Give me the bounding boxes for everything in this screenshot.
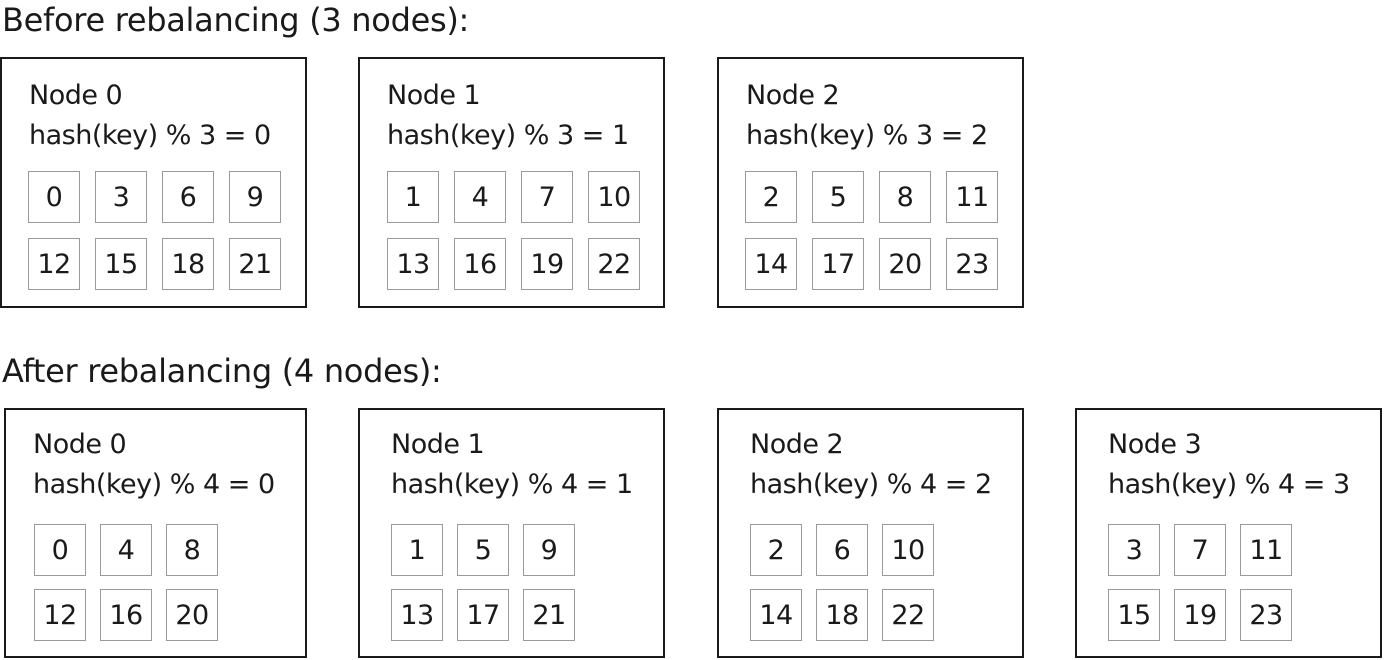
key-cell: 0 [34,524,86,576]
key-cell: 2 [745,171,797,223]
key-cell: 18 [816,589,868,641]
node-hash-rule: hash(key) % 3 = 2 [746,120,988,151]
node-hash-rule: hash(key) % 4 = 3 [1108,469,1350,500]
key-cell: 20 [879,238,931,290]
key-cell: 18 [162,238,214,290]
key-cell: 3 [1108,524,1160,576]
key-cell: 10 [588,171,640,223]
key-cell: 9 [229,171,281,223]
key-cell: 1 [387,171,439,223]
key-cell: 5 [812,171,864,223]
node-name: Node 3 [1108,429,1202,460]
key-cell: 15 [1108,589,1160,641]
key-cell: 22 [882,589,934,641]
key-cell: 22 [588,238,640,290]
key-cell: 14 [750,589,802,641]
before-node-1: Node 1 hash(key) % 3 = 1 1 4 7 10 13 16 … [358,57,665,308]
key-cell: 23 [946,238,998,290]
key-cell: 10 [882,524,934,576]
before-section-title: Before rebalancing (3 nodes): [2,1,470,39]
key-cell: 7 [1174,524,1226,576]
node-hash-rule: hash(key) % 3 = 1 [387,120,629,151]
after-section-title: After rebalancing (4 nodes): [2,352,442,390]
key-cell: 16 [454,238,506,290]
key-cell: 21 [229,238,281,290]
key-cell: 11 [1240,524,1292,576]
node-hash-rule: hash(key) % 4 = 0 [33,469,275,500]
key-cell: 12 [28,238,80,290]
key-cell: 3 [95,171,147,223]
key-cell: 5 [457,524,509,576]
node-hash-rule: hash(key) % 4 = 1 [391,469,633,500]
before-node-2: Node 2 hash(key) % 3 = 2 2 5 8 11 14 17 … [717,57,1024,308]
key-cell: 9 [523,524,575,576]
key-cell: 17 [457,589,509,641]
after-node-3: Node 3 hash(key) % 4 = 3 3 7 11 15 19 23 [1075,408,1382,658]
node-name: Node 1 [387,80,481,111]
key-cell: 13 [391,589,443,641]
key-cell: 21 [523,589,575,641]
key-cell: 12 [34,589,86,641]
node-hash-rule: hash(key) % 3 = 0 [29,120,271,151]
key-cell: 2 [750,524,802,576]
after-node-2: Node 2 hash(key) % 4 = 2 2 6 10 14 18 22 [717,408,1024,658]
key-cell: 8 [166,524,218,576]
key-cell: 17 [812,238,864,290]
key-cell: 4 [100,524,152,576]
key-cell: 20 [166,589,218,641]
key-cell: 4 [454,171,506,223]
node-hash-rule: hash(key) % 4 = 2 [750,469,992,500]
key-cell: 7 [521,171,573,223]
key-cell: 16 [100,589,152,641]
key-cell: 19 [521,238,573,290]
key-cell: 15 [95,238,147,290]
key-cell: 23 [1240,589,1292,641]
key-cell: 19 [1174,589,1226,641]
node-name: Node 2 [746,80,840,111]
after-node-0: Node 0 hash(key) % 4 = 0 0 4 8 12 16 20 [4,408,307,658]
node-name: Node 2 [750,429,844,460]
key-cell: 1 [391,524,443,576]
after-node-1: Node 1 hash(key) % 4 = 1 1 5 9 13 17 21 [358,408,665,658]
key-cell: 6 [162,171,214,223]
key-cell: 8 [879,171,931,223]
key-cell: 0 [28,171,80,223]
key-cell: 14 [745,238,797,290]
node-name: Node 0 [33,429,127,460]
key-cell: 13 [387,238,439,290]
key-cell: 11 [946,171,998,223]
node-name: Node 1 [391,429,485,460]
key-cell: 6 [816,524,868,576]
node-name: Node 0 [29,80,123,111]
before-node-0: Node 0 hash(key) % 3 = 0 0 3 6 9 12 15 1… [0,57,307,308]
